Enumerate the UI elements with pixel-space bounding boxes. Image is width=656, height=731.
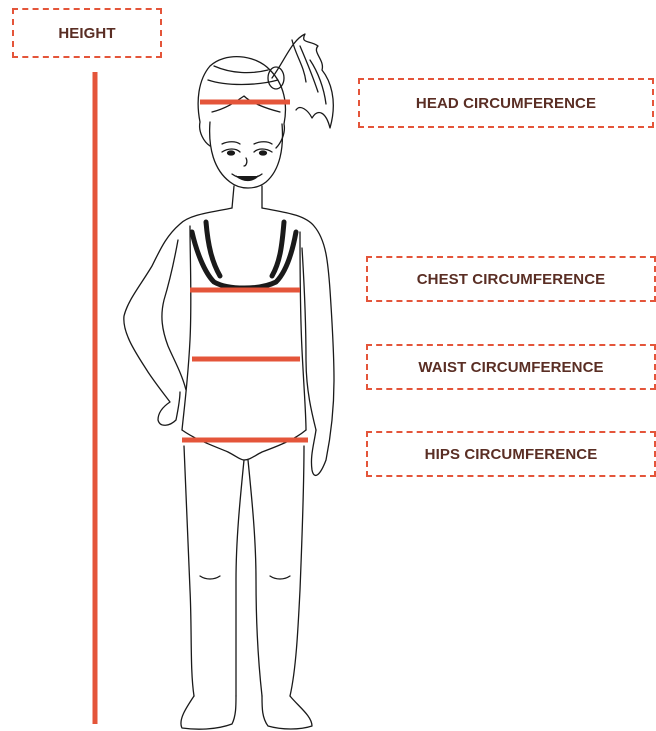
waist-circumference-label-box: WAIST CIRCUMFERENCE xyxy=(366,344,656,390)
chest-circumference-label-box: CHEST CIRCUMFERENCE xyxy=(366,256,656,302)
height-label: HEIGHT xyxy=(58,25,115,42)
hips-circumference-label: HIPS CIRCUMFERENCE xyxy=(425,446,598,463)
head-circumference-label-box: HEAD CIRCUMFERENCE xyxy=(358,78,654,128)
chest-circumference-label: CHEST CIRCUMFERENCE xyxy=(417,271,606,288)
head-circumference-label: HEAD CIRCUMFERENCE xyxy=(416,95,596,112)
hips-circumference-label-box: HIPS CIRCUMFERENCE xyxy=(366,431,656,477)
height-label-box: HEIGHT xyxy=(12,8,162,58)
figure-outline xyxy=(124,34,334,729)
waist-circumference-label: WAIST CIRCUMFERENCE xyxy=(418,359,603,376)
